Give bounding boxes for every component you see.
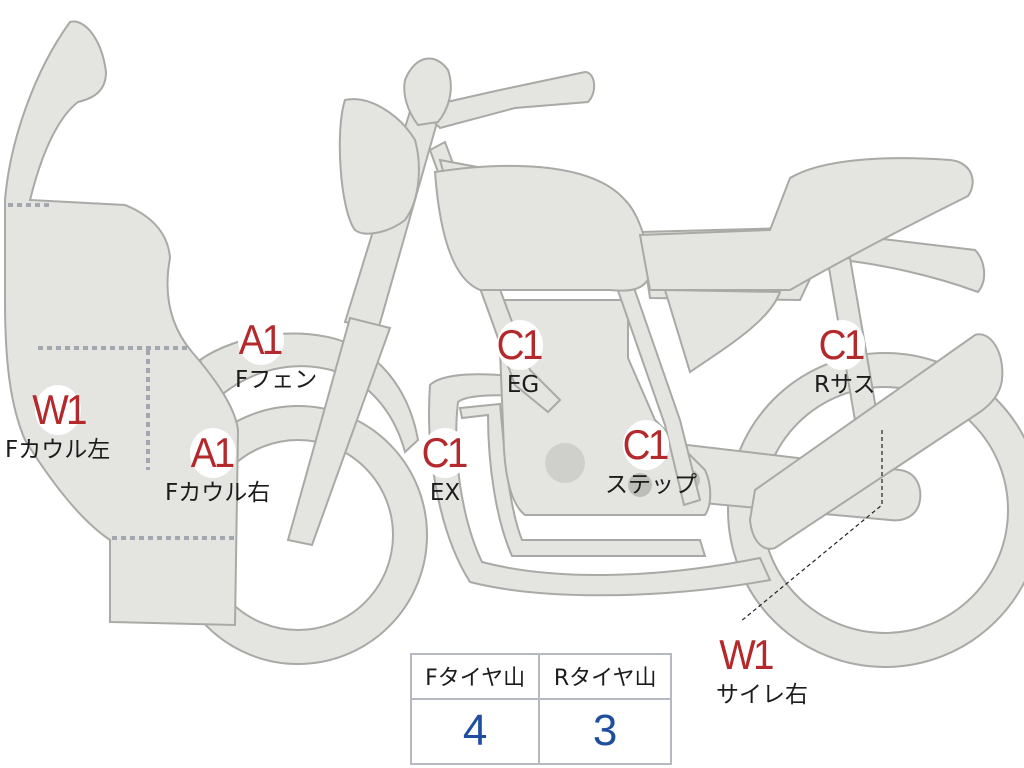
handlebar [418,70,596,130]
marker-front-cowl-left: W1 Fカウル左 [5,385,110,463]
engine-cover [545,443,585,483]
handlebar-clamp [403,57,452,127]
grade-badge: A1 [238,315,285,365]
marker-front-cowl-right: A1 Fカウル右 [155,428,270,506]
seat [638,157,974,291]
exhaust-pipe-lower [428,373,772,597]
grade-badge: W1 [719,630,774,680]
fork-lower [286,316,392,547]
grade-badge: C1 [623,420,669,470]
part-label: Rサス [814,372,876,398]
part-label: ステップ [605,472,697,498]
part-label: Fフェン [235,367,318,393]
value-rear-tire: 3 [538,697,672,766]
marker-engine: C1 EG [495,320,545,398]
part-label: EG [506,372,540,398]
side-cover [663,288,782,374]
grade-badge: C1 [818,320,865,370]
grade-badge: C1 [422,428,468,478]
header-front-tire: Fタイヤ山 [409,653,541,700]
marker-step: C1 ステップ [595,420,697,498]
marker-exhaust: C1 EX [420,428,470,506]
marker-front-fender: A1 Fフェン [205,315,317,393]
grade-badge: A1 [189,428,236,478]
part-label: Fカウル右 [165,480,271,506]
value-front-tire: 4 [409,697,541,766]
part-label: サイレ右 [716,682,808,708]
marker-rear-suspension: C1 Rサス [808,320,876,398]
grade-badge: W1 [31,385,87,435]
step-peg-1 [628,473,652,497]
part-label: Fカウル左 [5,437,111,463]
table-value-row: 4 3 [409,697,672,766]
tire-tread-table: Fタイヤ山 Rタイヤ山 4 3 [409,653,672,766]
table-header-row: Fタイヤ山 Rタイヤ山 [409,653,672,700]
fuel-tank [433,164,652,292]
marker-silencer-right: W1 サイレ右 [682,630,808,708]
headlight [338,98,420,235]
header-rear-tire: Rタイヤ山 [538,653,672,700]
front-cowl [3,20,240,627]
silencer-leader-line [739,430,883,623]
silencer [748,333,1004,550]
grade-badge: C1 [497,320,543,370]
part-label: EX [429,480,461,506]
